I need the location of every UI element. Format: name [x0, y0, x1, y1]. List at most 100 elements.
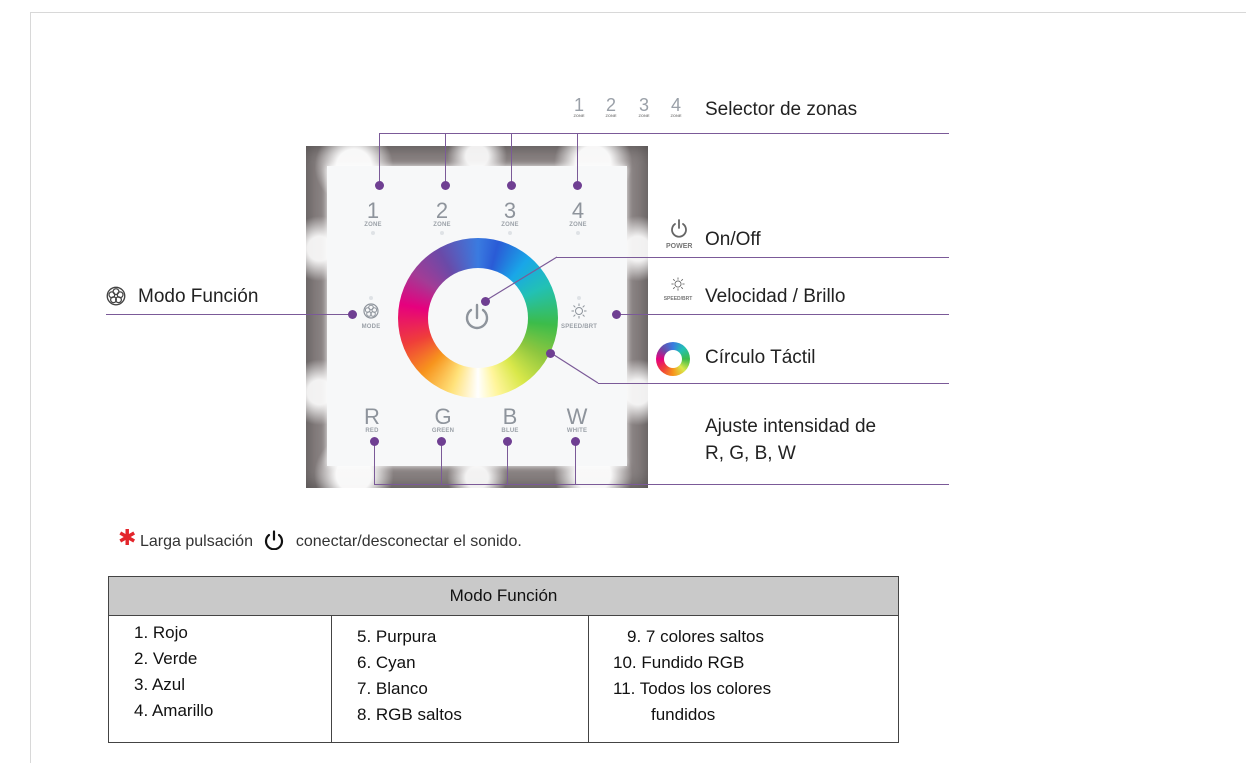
ring-callout-line [598, 383, 949, 384]
mode-item: 1. Rojo [134, 623, 188, 642]
zone-1-label: ZONE [364, 222, 382, 228]
mode-dot [348, 310, 357, 319]
zone-selector-label: Selector de zonas [705, 99, 858, 120]
zone-4-led [576, 231, 580, 235]
legend-power-icon: POWER [666, 218, 692, 250]
long-press-note: ✱ Larga pulsación conectar/desconectar e… [118, 525, 522, 551]
mode-label: MODE [361, 324, 381, 330]
rgbw-label-line2: R, G, B, W [705, 443, 796, 464]
zone-3-led [508, 231, 512, 235]
legend-zone-2-label: ZONE [605, 113, 617, 118]
note-power-icon [265, 530, 284, 551]
rgbw-label: Ajuste intensidad de R, G, B, W [705, 413, 876, 467]
zone-4-label: ZONE [569, 222, 587, 228]
legend-sun-icon [671, 277, 685, 291]
legend-zone-3-label: ZONE [638, 113, 650, 118]
table-column-1: 1. Rojo 2. Verde 3. Azul 4. Amarillo [108, 615, 332, 743]
zone-2-glyph: 2 [435, 198, 449, 223]
zone-2-dot [441, 181, 450, 190]
legend-speed-icon: SPEED/BRT [656, 277, 700, 302]
ring-leader [550, 352, 599, 384]
mode-flower-icon [363, 303, 379, 319]
legend-zone-1-label: ZONE [573, 113, 585, 118]
panel-mode-button[interactable]: MODE [359, 296, 383, 330]
zone-1-led [371, 231, 375, 235]
mode-led [369, 296, 373, 300]
panel-green-button[interactable]: G GREEN [428, 404, 458, 435]
table-column-2: 5. Purpura 6. Cyan 7. Blanco 8. RGB salt… [331, 615, 589, 743]
panel-power-icon[interactable] [463, 301, 491, 333]
mode-item: fundidos [651, 705, 716, 724]
green-dot [437, 437, 446, 446]
mode-item: 3. Azul [134, 675, 186, 694]
panel-zone-4-button[interactable]: 4 ZONE [566, 200, 590, 235]
legend-zone-4-label: ZONE [670, 113, 682, 118]
panel-zone-1-button[interactable]: 1 ZONE [363, 200, 383, 235]
mode-item: 5. Purpura [357, 627, 437, 646]
red-dot [370, 437, 379, 446]
white-label: WHITE [566, 428, 588, 434]
panel-red-button[interactable]: R RED [360, 406, 384, 435]
note-text-after: conectar/desconectar el sonido. [295, 533, 522, 550]
zone-2-led [440, 231, 444, 235]
blue-leader [507, 442, 508, 484]
speed-label: SPEED/BRT [561, 324, 598, 330]
touch-ring-label: Círculo Táctil [705, 347, 816, 368]
panel-white-button[interactable]: W WHITE [563, 404, 591, 435]
legend-zone-4-glyph: 4 [670, 95, 681, 115]
power-callout-line [556, 257, 949, 258]
frame-top-border [30, 12, 1246, 13]
note-text-before: Larga pulsación [140, 533, 253, 550]
rgbw-label-line1: Ajuste intensidad de [705, 416, 877, 437]
zone-3-glyph: 3 [503, 198, 517, 223]
sun-icon [571, 303, 587, 319]
blue-label: BLUE [501, 428, 519, 434]
panel-blue-button[interactable]: B BLUE [497, 404, 523, 435]
speed-brightness-label: Velocidad / Brillo [705, 286, 846, 307]
zone-1-leader [379, 133, 380, 186]
power-leader [484, 256, 558, 302]
speed-callout-line [616, 314, 949, 315]
mode-function-table: Modo Función 1. Rojo 2. Verde 3. Azul 4.… [108, 576, 899, 743]
green-glyph: G [434, 404, 452, 429]
legend-zone-2-glyph: 2 [605, 95, 616, 115]
zone-2-label: ZONE [433, 222, 451, 228]
legend-color-ring-icon [656, 342, 690, 376]
legend-zone-3-glyph: 3 [638, 95, 649, 115]
mode-item: 10. Fundido RGB [613, 653, 745, 672]
panel-zone-2-button[interactable]: 2 ZONE [430, 200, 454, 235]
red-label: RED [365, 428, 379, 434]
zone-1-dot [375, 181, 384, 190]
ring-dot [546, 349, 555, 358]
asterisk-icon: ✱ [118, 525, 137, 550]
mode-item: 7. Blanco [357, 679, 428, 698]
zone-4-leader [577, 133, 578, 186]
legend-zone-1-glyph: 1 [573, 95, 584, 115]
rgbw-callout-line [374, 484, 949, 485]
green-label: GREEN [431, 428, 455, 434]
speed-dot [612, 310, 621, 319]
blue-glyph: B [502, 404, 518, 429]
mode-item: 8. RGB saltos [357, 705, 462, 724]
on-off-label: On/Off [705, 229, 761, 250]
power-dot [481, 297, 490, 306]
zone-4-dot [573, 181, 582, 190]
white-glyph: W [566, 404, 588, 429]
zone-callout-line [379, 133, 949, 134]
table-column-3: 9. 7 colores saltos 10. Fundido RGB 11. … [588, 615, 899, 743]
red-leader [374, 442, 375, 484]
panel-zone-3-button[interactable]: 3 ZONE [498, 200, 522, 235]
speed-small-label: SPEED/BRT [663, 296, 693, 302]
mode-item: 2. Verde [134, 649, 198, 668]
legend-mode-icon [106, 286, 126, 311]
power-small-label: POWER [666, 243, 693, 250]
mode-callout-line [106, 314, 352, 315]
zone-3-label: ZONE [501, 222, 519, 228]
panel-speed-button[interactable]: SPEED/BRT [561, 296, 597, 330]
zone-3-dot [507, 181, 516, 190]
mode-item: 9. 7 colores saltos [627, 627, 765, 646]
